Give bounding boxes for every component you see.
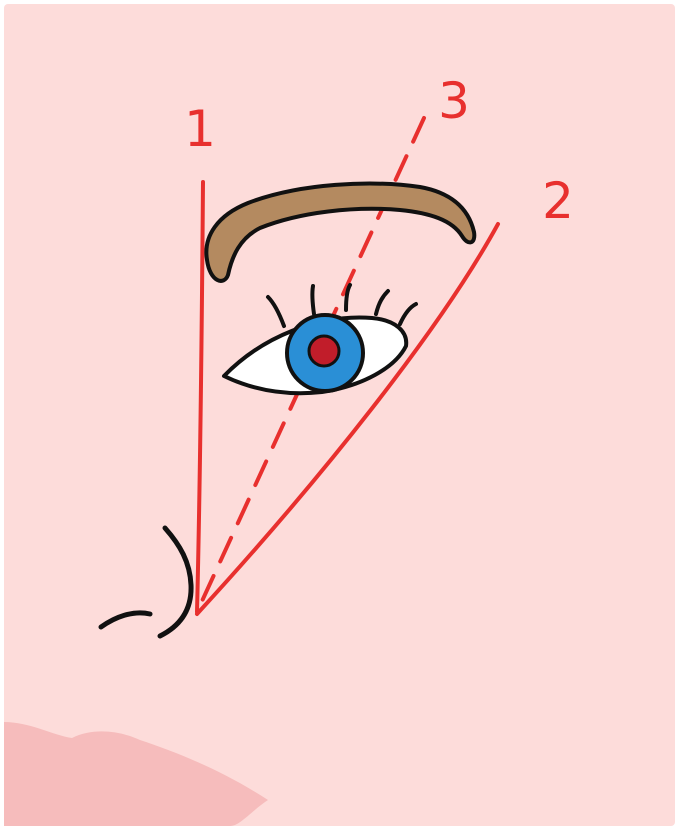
label-line-1: 1 — [184, 100, 216, 158]
label-line-2: 2 — [542, 172, 574, 230]
background — [4, 4, 675, 826]
pupil — [309, 336, 339, 366]
label-line-3: 3 — [438, 72, 470, 130]
